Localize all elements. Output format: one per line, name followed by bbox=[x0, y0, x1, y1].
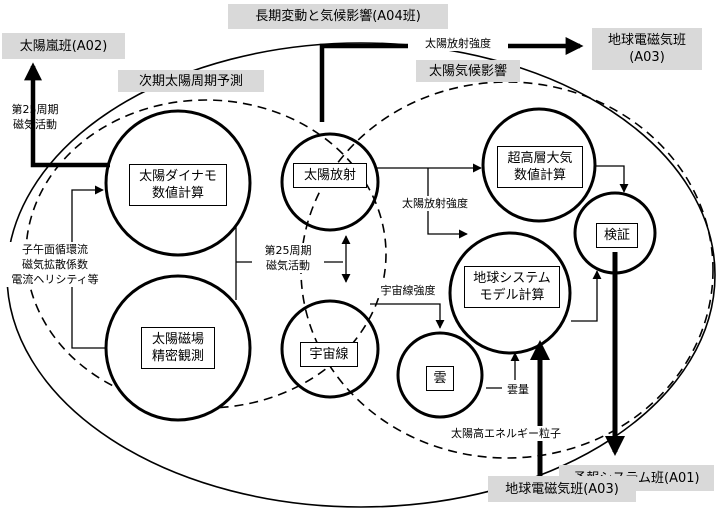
team-a02-box: 太陽嵐班(A02) bbox=[2, 33, 125, 59]
arrow-dynamo-to-a02 bbox=[24, 62, 110, 168]
arrow-radiation-to-earth-model bbox=[427, 168, 468, 239]
radiation-node-label: 太陽放射 bbox=[293, 163, 367, 188]
arrow-earth-model-to-verification bbox=[571, 270, 602, 322]
radiation-circle bbox=[280, 132, 380, 232]
a04-outer-ellipse bbox=[6, 42, 716, 508]
a04-title: 長期変動と気候影響(A04班) bbox=[228, 4, 448, 29]
irradiance-mid-label: 太陽放射強度 bbox=[390, 196, 480, 211]
cosmic-ray-node-label: 宇宙線 bbox=[300, 342, 358, 367]
arrow-cosmic-to-cloud bbox=[370, 303, 445, 329]
cycle25-left-label: 第25周期 磁気活動 bbox=[11, 103, 59, 131]
dynamo-node-label: 太陽ダイナモ 数値計算 bbox=[129, 164, 227, 206]
cycle25-mid-label: 第25周期 磁気活動 bbox=[252, 243, 324, 273]
earth-model-node-label: 地球システム モデル計算 bbox=[464, 266, 560, 308]
team-a03-top-box: 地球電磁気班 (A03) bbox=[592, 28, 702, 70]
upper-atm-node-label: 超高層大気 数値計算 bbox=[497, 146, 583, 188]
arrow-upper-atm-to-verification bbox=[594, 165, 629, 193]
energetic-particles-label: 太陽高エネルギー粒子 bbox=[432, 426, 580, 441]
cloud-node-label: 雲 bbox=[426, 366, 454, 391]
magnetic-obs-node-label: 太陽磁場 精密観測 bbox=[141, 327, 215, 369]
next-cycle-group-label: 次期太陽周期予測 bbox=[118, 70, 264, 92]
params-label: 子午面循環流 磁気拡散係数 電流ヘリシティ等 bbox=[2, 242, 108, 287]
climate-group-label: 太陽気候影響 bbox=[416, 60, 520, 82]
cosmic-ray-circle bbox=[280, 299, 380, 399]
team-a03-bottom-box: 地球電磁気班(A03) bbox=[488, 476, 636, 502]
cloud-amount-label: 雲量 bbox=[502, 382, 534, 397]
irradiance-top-label: 太陽放射強度 bbox=[408, 36, 508, 51]
verification-node-label: 検証 bbox=[596, 223, 638, 248]
cosmic-intensity-label: 宇宙線強度 bbox=[368, 283, 448, 298]
